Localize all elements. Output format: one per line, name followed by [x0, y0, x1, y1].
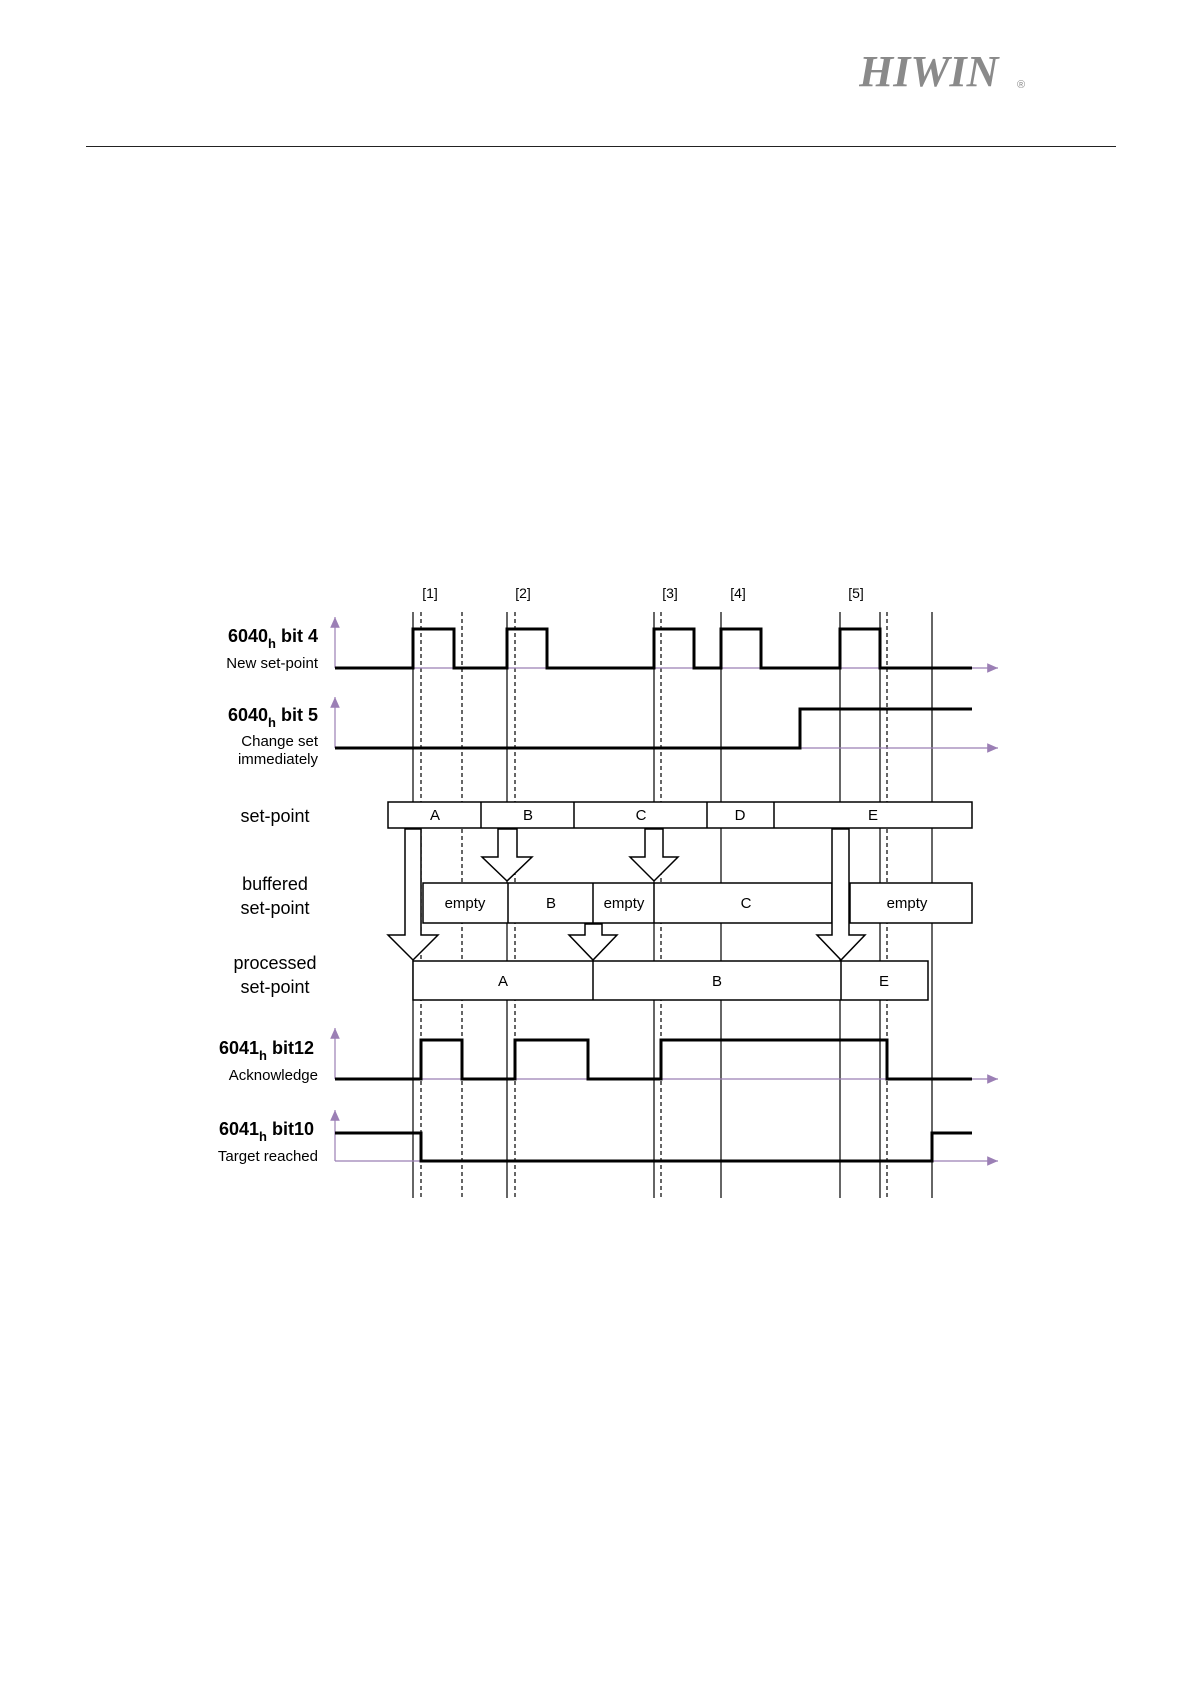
processed-label-2: set-point: [240, 977, 309, 997]
setpoint-box-c: C: [636, 807, 647, 824]
processed-box-e: E: [879, 973, 889, 990]
signal-label-bit4: 6040h bit 4 New set-point: [226, 626, 319, 672]
bit5-index: 6040: [228, 705, 268, 725]
bit10-rest: bit10: [267, 1119, 314, 1139]
svg-text:6040h bit 4: 6040h bit 4: [228, 626, 318, 651]
bit5-rest: bit 5: [276, 705, 318, 725]
bit4-rest: bit 4: [276, 626, 318, 646]
svg-text:6040h bit 5: 6040h bit 5: [228, 705, 318, 730]
event-markers: [1] [2] [3] [4] [5]: [422, 585, 864, 601]
setpoint-box-d: D: [735, 807, 746, 824]
bit4-waveform: [335, 629, 972, 668]
svg-text:6041h bit12: 6041h bit12: [219, 1038, 314, 1063]
bit5-sub: h: [268, 715, 276, 730]
bit4-desc: New set-point: [226, 655, 319, 672]
bit12-desc: Acknowledge: [229, 1067, 318, 1084]
bit10-index: 6041: [219, 1119, 259, 1139]
bit12-index: 6041: [219, 1038, 259, 1058]
marker-4: [4]: [730, 585, 746, 601]
setpoint-label: set-point: [240, 806, 309, 826]
setpoint-row-frame: [388, 802, 972, 828]
signal-label-bit5: 6040h bit 5 Change set immediately: [228, 705, 319, 768]
bit10-desc: Target reached: [218, 1148, 318, 1165]
arrow-buffered-to-processed-b: [569, 924, 617, 960]
buffered-label-2: set-point: [240, 898, 309, 918]
processed-box-b: B: [712, 973, 722, 990]
buffered-box-c: C: [741, 895, 752, 912]
buffered-box-empty-2: empty: [604, 895, 645, 912]
setpoint-box-e: E: [868, 807, 878, 824]
bit4-sub: h: [268, 636, 276, 651]
marker-1: [1]: [422, 585, 438, 601]
buffered-box-empty-3: empty: [887, 895, 928, 912]
bit5-desc-1: Change set: [241, 733, 319, 750]
arrow-setpoint-to-buffered-c: [630, 829, 678, 881]
signal-label-bit10: 6041h bit10 Target reached: [218, 1119, 318, 1165]
marker-3: [3]: [662, 585, 678, 601]
buffered-box-b: B: [546, 895, 556, 912]
svg-text:6041h bit10: 6041h bit10: [219, 1119, 314, 1144]
bit5-desc-2: immediately: [238, 751, 319, 768]
setpoint-box-a: A: [430, 807, 440, 824]
processed-label-1: processed: [233, 953, 316, 973]
bit10-sub: h: [259, 1129, 267, 1144]
signal-label-bit12: 6041h bit12 Acknowledge: [219, 1038, 318, 1084]
bit4-index: 6040: [228, 626, 268, 646]
setpoint-row: [388, 802, 972, 828]
bit12-rest: bit12: [267, 1038, 314, 1058]
processed-row-frame: [413, 961, 928, 1000]
buffered-box-empty-1: empty: [445, 895, 486, 912]
arrow-setpoint-to-buffered-b: [482, 829, 532, 881]
bit12-sub: h: [259, 1048, 267, 1063]
processed-box-a: A: [498, 973, 508, 990]
processed-row: [413, 961, 928, 1000]
setpoint-box-b: B: [523, 807, 533, 824]
marker-2: [2]: [515, 585, 531, 601]
marker-5: [5]: [848, 585, 864, 601]
buffered-label-1: buffered: [242, 874, 308, 894]
